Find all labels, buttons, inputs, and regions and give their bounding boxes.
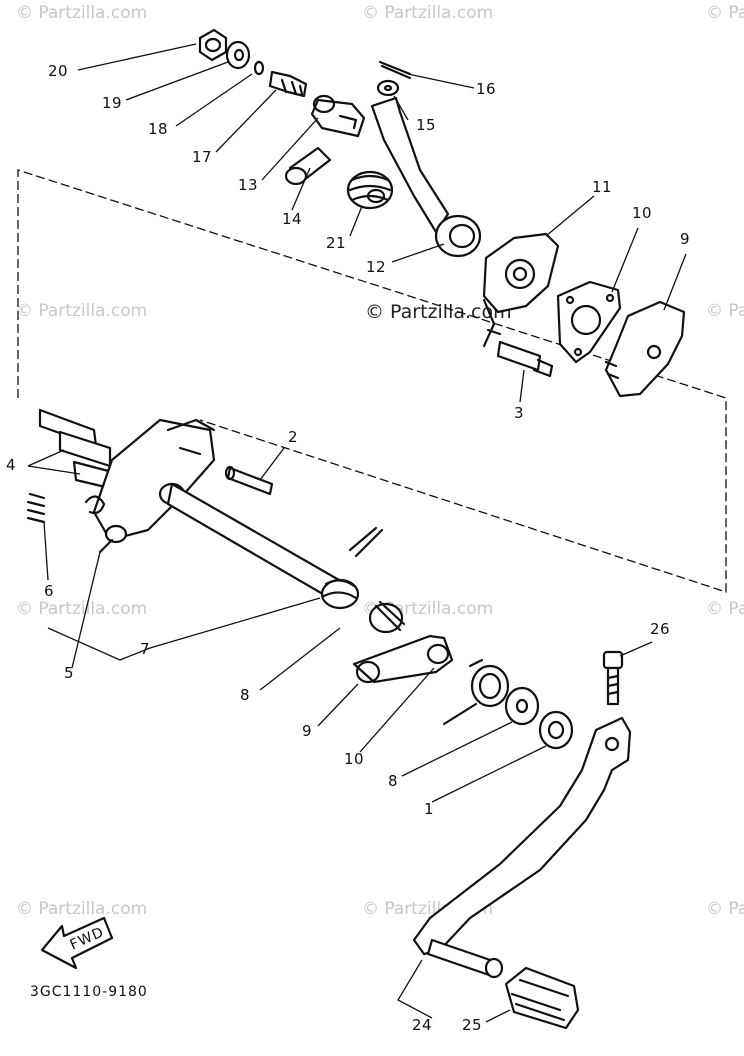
callout-26: 26 xyxy=(650,620,670,638)
part-22-nut xyxy=(198,28,228,62)
part-18-pin xyxy=(378,60,412,80)
part-12-plate xyxy=(556,280,622,364)
watermark: © Partzilla.com xyxy=(706,3,744,23)
part-6-spring xyxy=(26,492,46,524)
callout-1: 1 xyxy=(424,800,434,818)
callout-18: 16 xyxy=(476,80,496,98)
watermark: © Partzilla.com xyxy=(16,599,147,619)
part-16-pin xyxy=(284,146,332,186)
callout-16: 14 xyxy=(282,210,302,228)
callout-2: 2 xyxy=(288,428,298,446)
callout-12: 10 xyxy=(632,204,652,222)
watermark: © Partzilla.com xyxy=(362,3,493,23)
callout-20: 18 xyxy=(148,120,168,138)
part-21-washer xyxy=(225,40,251,70)
part-15-pivot xyxy=(310,94,366,138)
callout-11: 9 xyxy=(680,230,690,248)
part-24-shift-pedal xyxy=(412,716,632,979)
callout-15: 13 xyxy=(238,176,258,194)
diagram-code: 3GC1110-9180 xyxy=(30,984,148,1000)
callout-4: 4 xyxy=(6,456,16,474)
part-11-segment xyxy=(604,300,686,398)
part-23-spring xyxy=(346,170,394,210)
callout-8: 8 xyxy=(240,686,250,704)
part-8-washer xyxy=(504,686,540,726)
part-17-clip xyxy=(376,79,400,97)
watermark: © Partzilla.com xyxy=(706,899,744,919)
part-20-o-ring xyxy=(253,60,265,76)
callout-23: 21 xyxy=(326,234,346,252)
callout-3: 3 xyxy=(514,404,524,422)
callout-6: 6 xyxy=(44,582,54,600)
part-10-spring xyxy=(442,658,510,726)
callout-8b: 8 xyxy=(388,772,398,790)
part-26-bolt xyxy=(602,650,624,706)
assembly-boundary xyxy=(17,169,727,593)
fwd-arrow-icon: FWD xyxy=(40,916,114,970)
part-3-bolt xyxy=(496,340,554,378)
part-7-shift-shaft xyxy=(84,418,406,634)
watermark: © Partzilla.com xyxy=(706,599,744,619)
part-13-stopper xyxy=(482,232,560,348)
part-9-lever xyxy=(352,634,454,684)
callout-9: 9 xyxy=(302,722,312,740)
callout-17: 15 xyxy=(416,116,436,134)
part-25-pedal-rubber xyxy=(504,966,580,1030)
callout-10: 10 xyxy=(344,750,364,768)
callout-21: 19 xyxy=(102,94,122,112)
part-19-bolt xyxy=(268,70,308,98)
callout-25: 25 xyxy=(462,1016,482,1034)
callout-24: 24 xyxy=(412,1016,432,1034)
callout-22: 20 xyxy=(48,62,68,80)
watermark: © Partzilla.com xyxy=(706,301,744,321)
watermark: © Partzilla.com xyxy=(16,899,147,919)
part-2-pin xyxy=(224,465,274,496)
callout-14: 12 xyxy=(366,258,386,276)
watermark: © Partzilla.com xyxy=(16,3,147,23)
callout-5: 5 xyxy=(64,664,74,682)
leader-lines xyxy=(27,43,687,1023)
watermark: © Partzilla.com xyxy=(16,301,147,321)
callout-13: 11 xyxy=(592,178,612,196)
callout-19: 17 xyxy=(192,148,212,166)
callout-7: 7 xyxy=(140,640,150,658)
part-1-collar xyxy=(538,710,574,750)
callout-labels: 20 19 18 17 13 14 21 12 15 16 11 10 9 3 … xyxy=(6,62,690,1034)
